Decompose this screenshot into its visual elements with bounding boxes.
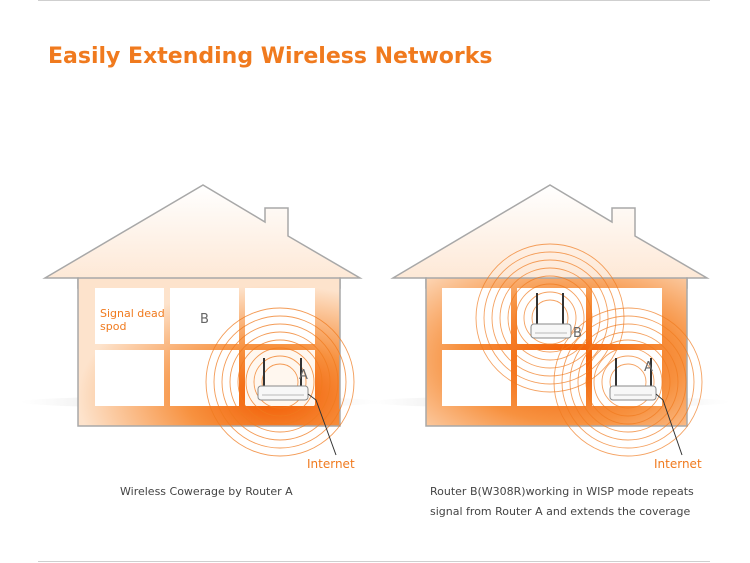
dead-zone-label: Signal dead spod: [100, 307, 165, 333]
internet-label-right: Internet: [654, 457, 702, 471]
page-title: Easily Extending Wireless Networks: [48, 44, 493, 69]
room-b-label: B: [200, 312, 209, 327]
right-house-roof: [390, 184, 710, 289]
bottom-divider: [38, 561, 710, 562]
router-b: [530, 293, 572, 339]
router-a-signal-rings: [205, 307, 355, 457]
top-divider: [38, 0, 710, 1]
dead-zone-label-line2: spod: [100, 320, 127, 333]
right-caption-line2: signal from Router A and extends the cov…: [430, 505, 691, 518]
left-house-roof: [42, 184, 363, 289]
router-a-right: [609, 358, 657, 401]
internet-label-left: Internet: [307, 457, 355, 471]
left-rooms: [95, 288, 315, 406]
router-a: [257, 358, 309, 401]
right-caption: Router B(W308R)working in WISP mode repe…: [430, 482, 730, 522]
right-caption-line1: Router B(W308R)working in WISP mode repe…: [430, 485, 694, 498]
left-caption: Wireless Cowerage by Router A: [120, 485, 293, 498]
router-a-right-label: A: [644, 360, 653, 375]
left-house: [20, 184, 380, 457]
dead-zone-label-line1: Signal dead: [100, 307, 165, 320]
right-house: [370, 184, 730, 457]
router-a-right-signal-rings: [553, 307, 703, 457]
internet-cable-right: [655, 393, 683, 456]
router-b-label: B: [573, 326, 582, 341]
router-a-label: A: [299, 368, 308, 383]
internet-cable-left: [307, 393, 337, 456]
